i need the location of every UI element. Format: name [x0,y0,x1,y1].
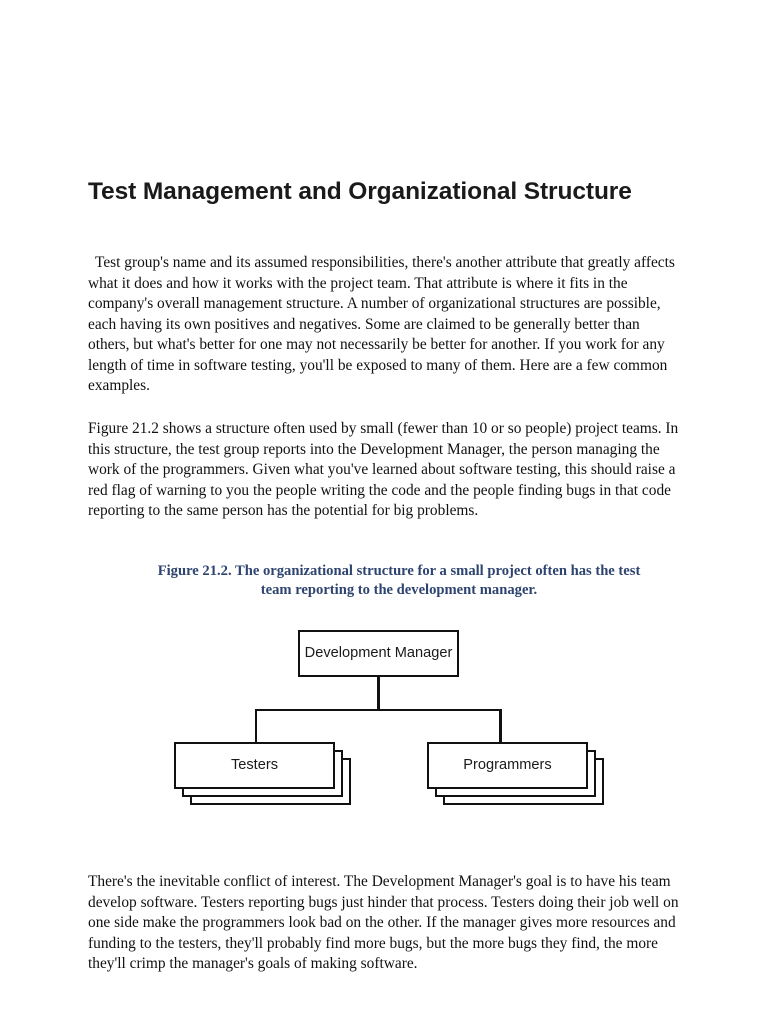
org-node-testers-label: Testers [174,742,335,790]
connector-to-testers [254,708,257,743]
org-node-programmers: Programmers [427,742,604,808]
body-paragraph-3: There's the inevitable conflict of inter… [88,873,679,973]
connector-root-vertical [377,677,380,710]
body-paragraph-1: Test group's name and its assumed respon… [88,253,675,395]
page-title: Test Management and Organizational Struc… [88,178,632,205]
document-content: Test Management and Organizational Struc… [88,178,682,975]
connector-to-programmers [499,708,502,743]
org-chart-diagram: Development Manager Testers Programmers [88,622,682,822]
org-node-development-manager: Development Manager [298,630,459,678]
org-node-testers: Testers [174,742,351,808]
figure-21-2: Figure 21.2. The organizational structur… [88,562,682,822]
figure-caption: Figure 21.2. The organizational structur… [157,563,641,599]
connector-horizontal-bar [254,708,502,712]
org-node-programmers-label: Programmers [427,742,588,790]
body-paragraph-2: Figure 21.2 shows a structure often used… [88,420,679,520]
